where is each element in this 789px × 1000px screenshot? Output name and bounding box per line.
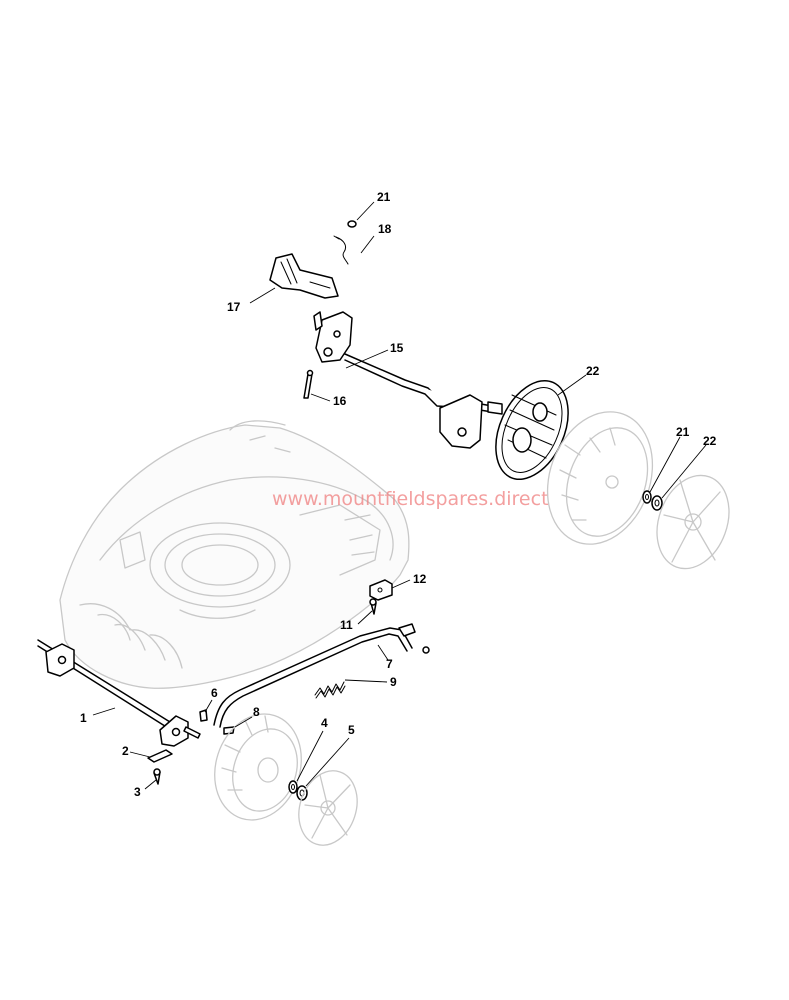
part-22-bush [651, 495, 663, 511]
part-11-screw [369, 598, 377, 615]
callout-17: 21 [377, 190, 391, 204]
part-6-pin [199, 709, 208, 722]
callout-4: 4 [321, 716, 328, 730]
part-12-bracket [369, 579, 393, 601]
part-17-nut [347, 220, 357, 228]
part-3-screw [153, 768, 161, 785]
part-16-spring [333, 235, 349, 265]
front-hubcap-ghost [298, 770, 358, 846]
callout-15: 17 [227, 300, 241, 314]
callout-6: 6 [211, 686, 218, 700]
callout-2: 2 [122, 744, 129, 758]
part-2-plate [147, 749, 173, 763]
part-7-lever-rod [213, 623, 430, 728]
callout-1: 1 [80, 711, 87, 725]
part-13-rear-axle [313, 311, 503, 449]
callout-9: 9 [390, 675, 397, 689]
callout-22: 22 [703, 434, 717, 448]
part-14-pin [303, 369, 314, 399]
part-4-washer [288, 780, 298, 794]
rear-hubcap-ghost [656, 474, 730, 570]
callout-8: 8 [253, 705, 260, 719]
callout-14: 16 [333, 394, 347, 408]
part-18-wheel-cover [495, 379, 569, 481]
callout-5: 5 [348, 723, 355, 737]
part-15-handle [269, 253, 339, 299]
callout-18: 22 [586, 364, 600, 378]
callout-12: 12 [413, 572, 427, 586]
callout-7: 7 [386, 657, 393, 671]
mower-deck-ghost [59, 420, 410, 689]
part-9-spring [314, 681, 346, 699]
leader-lines [92, 201, 707, 790]
callout-16: 18 [378, 222, 392, 236]
callout-21: 21 [676, 425, 690, 439]
callout-11: 11 [340, 618, 353, 632]
part-1-front-axle [37, 639, 201, 747]
part-21-washer [642, 490, 652, 504]
callout-3: 3 [134, 785, 141, 799]
part-8-bolt [223, 726, 235, 735]
watermark: www.mountfieldspares.direct [272, 488, 549, 510]
callout-13: 15 [390, 341, 404, 355]
callout-labels: 21 18 17 15 16 22 21 22 12 11 7 9 1 6 8 … [80, 190, 717, 799]
